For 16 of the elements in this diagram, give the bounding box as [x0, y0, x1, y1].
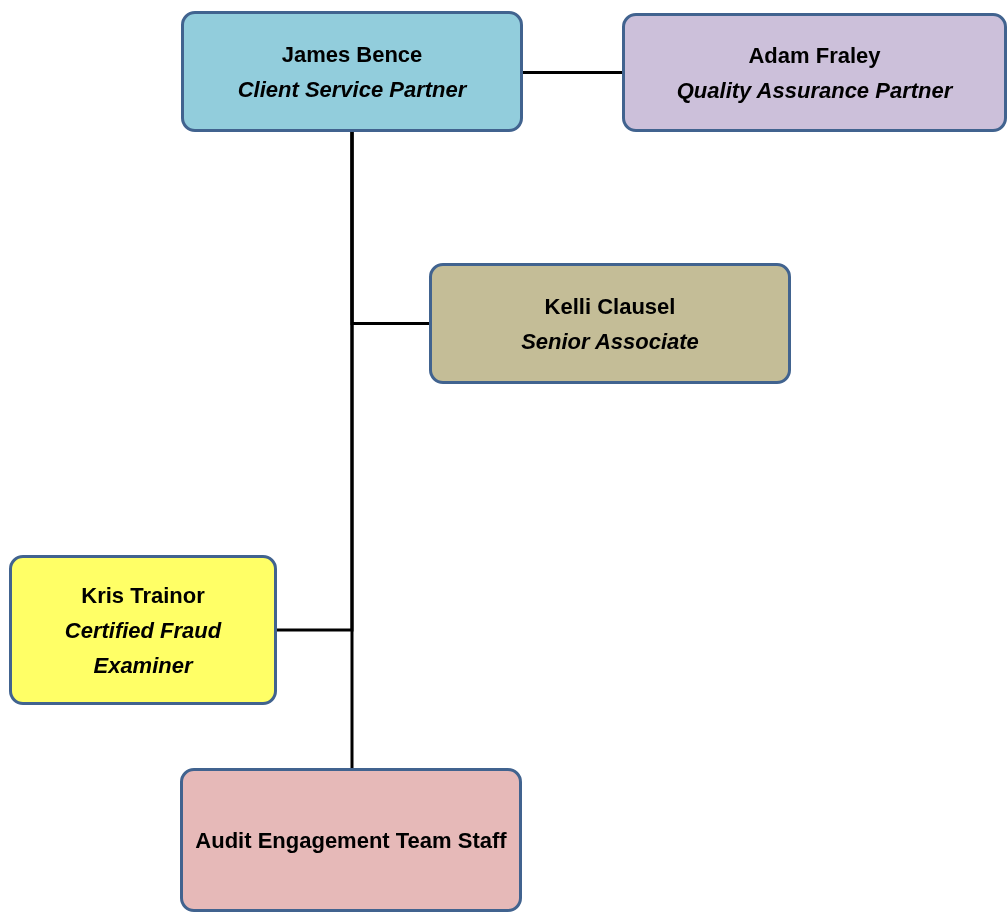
job-title: Client Service Partner: [237, 75, 467, 104]
role-box: [181, 11, 523, 132]
job-title: Senior Associate: [521, 327, 699, 356]
role-box: [622, 13, 1007, 132]
job-title: Certified Fraud Examiner: [63, 616, 223, 680]
connector-line: [350, 132, 354, 768]
person-name: Kris Trainor: [81, 581, 205, 610]
role-box: [9, 555, 277, 705]
role-box: [180, 768, 522, 912]
person-name: James Bence: [281, 40, 423, 69]
role-box: [429, 263, 791, 384]
person-name: Kelli Clausel: [544, 292, 676, 321]
person-name: Adam Fraley: [748, 41, 881, 70]
person-name: Audit Engagement Team Staff: [195, 826, 507, 855]
connector-line: [523, 71, 622, 74]
job-title: Quality Assurance Partner: [676, 76, 953, 105]
